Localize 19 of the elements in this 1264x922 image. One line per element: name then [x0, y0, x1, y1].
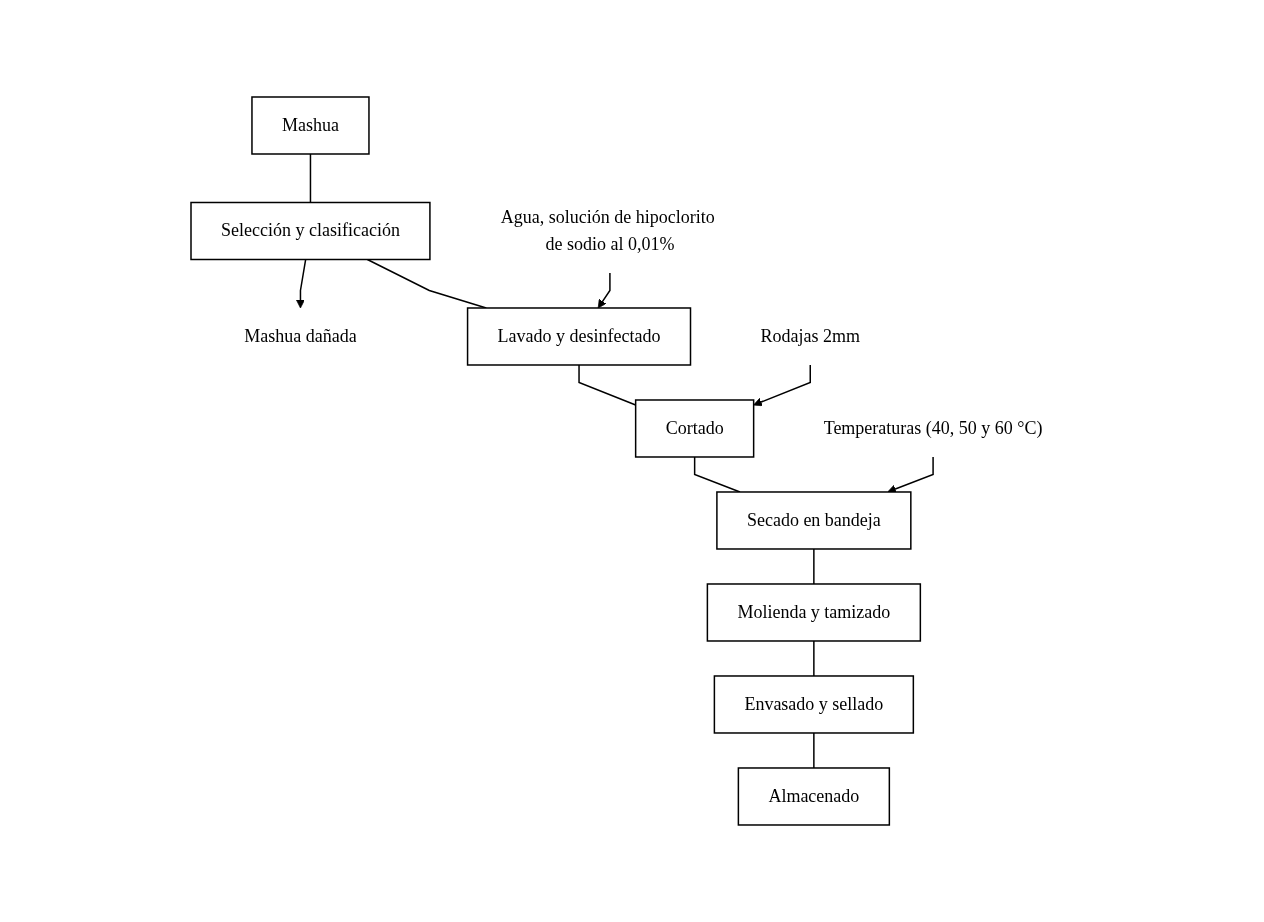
- node-box: Envasado y sellado: [713, 675, 915, 734]
- node-box: Mashua: [251, 96, 370, 155]
- connector: [309, 153, 312, 204]
- connector: [813, 732, 815, 769]
- arrow: [753, 364, 812, 407]
- node-text: Temperaturas (40, 50 y 60 °C): [823, 417, 1043, 438]
- node-box: Molienda y tamizado: [706, 583, 922, 642]
- node-box: Almacenado: [737, 767, 891, 826]
- node-text: Rodajas 2mm: [760, 326, 861, 346]
- connector: [813, 640, 815, 677]
- node-text: Agua, solución de hipoclorito de sodio al 0,01%: [500, 207, 715, 254]
- node-box: Selección y clasificación: [190, 201, 431, 261]
- node-text: Mashua dañada: [244, 326, 357, 346]
- node-box: Cortado: [635, 399, 755, 458]
- node-box: Secado en bandeja: [716, 491, 912, 550]
- arrow: [598, 272, 611, 309]
- arrow: [296, 258, 307, 309]
- connector: [813, 548, 815, 585]
- node-box: Lavado y desinfectado: [467, 307, 692, 366]
